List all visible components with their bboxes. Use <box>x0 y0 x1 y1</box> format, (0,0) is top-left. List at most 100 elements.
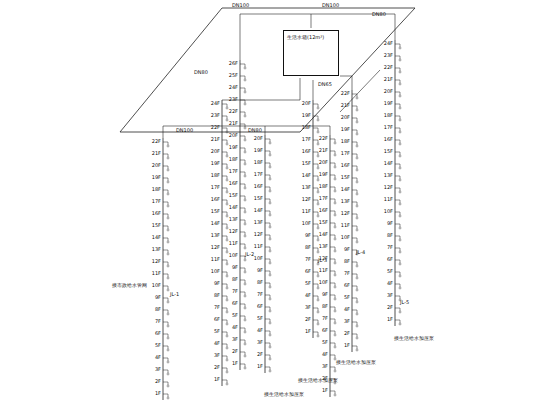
branch-pipe <box>240 76 245 79</box>
floor-label: 12F <box>229 229 238 234</box>
branch-pipe <box>163 298 168 301</box>
floor-label: 10F <box>229 253 238 258</box>
valve-symbol <box>269 214 271 216</box>
floor-label: 16F <box>384 137 393 142</box>
floor-label: 13F <box>341 199 350 204</box>
floor-label: 21F <box>211 137 220 142</box>
floor-label: 19F <box>152 175 161 180</box>
valve-symbol <box>334 394 336 396</box>
valve-symbol <box>356 325 358 327</box>
floor-label: 15F <box>152 223 161 228</box>
floor-label: 14F <box>302 173 311 178</box>
branch-pipe <box>240 268 245 271</box>
branch-pipe <box>330 355 335 358</box>
branch-pipe <box>395 224 400 227</box>
pipe-label: DN80 <box>372 12 386 17</box>
floor-label: 20F <box>229 133 238 138</box>
branch-pipe <box>313 332 318 335</box>
valve-symbol <box>317 251 319 253</box>
branch-pipe <box>352 94 357 97</box>
branch-pipe <box>313 224 318 227</box>
valve-symbol <box>244 127 246 129</box>
pipe-label: JL-1 <box>170 292 179 297</box>
floor-label: 14F <box>254 208 263 213</box>
branch-pipe <box>330 235 335 238</box>
floor-label: 12F <box>211 245 220 250</box>
floor-label: 9F <box>387 221 393 226</box>
floor-label: 22F <box>229 109 238 114</box>
floor-label: 12F <box>152 259 161 264</box>
floor-label: 10F <box>302 221 311 226</box>
branch-pipe <box>265 163 270 166</box>
valve-symbol <box>356 349 358 351</box>
branch-pipe <box>163 394 168 397</box>
branch-pipe <box>330 211 335 214</box>
branch-pipe <box>313 116 318 119</box>
branch-pipe <box>240 244 245 247</box>
floor-label: 20F <box>341 115 350 120</box>
floor-label: 19F <box>384 101 393 106</box>
floor-label: 2F <box>214 365 220 370</box>
branch-pipe <box>330 271 335 274</box>
branch-pipe <box>240 340 245 343</box>
branch-pipe <box>313 284 318 287</box>
valve-symbol <box>226 155 228 157</box>
floor-label: 3F <box>344 319 350 324</box>
floor-label: 16F <box>319 208 328 213</box>
floor-label: 11F <box>319 268 328 273</box>
valve-symbol <box>399 47 401 49</box>
branch-pipe <box>330 319 335 322</box>
floor-label: 4F <box>305 293 311 298</box>
floor-label: 13F <box>319 244 328 249</box>
valve-symbol <box>334 190 336 192</box>
floor-label: 15F <box>341 175 350 180</box>
branch-pipe <box>265 343 270 346</box>
pipe-label: 接市政给水管网 <box>112 283 147 288</box>
pipe-label: DN100 <box>322 3 339 8</box>
branch-pipe <box>330 307 335 310</box>
valve-symbol <box>399 215 401 217</box>
valve-symbol <box>356 241 358 243</box>
valve-symbol <box>334 274 336 276</box>
valve-symbol <box>226 119 228 121</box>
floor-label: 16F <box>302 149 311 154</box>
valve-symbol <box>399 131 401 133</box>
branch-pipe <box>240 304 245 307</box>
branch-pipe <box>240 256 245 259</box>
valve-symbol <box>317 263 319 265</box>
floor-label: 12F <box>384 185 393 190</box>
floor-label: 13F <box>302 185 311 190</box>
valve-symbol <box>399 251 401 253</box>
riser-pipe <box>313 100 314 338</box>
valve-symbol <box>334 346 336 348</box>
valve-symbol <box>269 202 271 204</box>
valve-symbol <box>226 383 228 385</box>
branch-pipe <box>313 104 318 107</box>
floor-label: 15F <box>211 209 220 214</box>
floor-label: 16F <box>211 197 220 202</box>
floor-label: 15F <box>229 193 238 198</box>
floor-label: 4F <box>232 325 238 330</box>
valve-symbol <box>317 131 319 133</box>
branch-pipe <box>163 370 168 373</box>
valve-symbol <box>226 359 228 361</box>
branch-pipe <box>313 188 318 191</box>
valve-symbol <box>399 107 401 109</box>
valve-symbol <box>356 313 358 315</box>
valve-symbol <box>167 289 169 291</box>
branch-pipe <box>265 271 270 274</box>
valve-symbol <box>226 203 228 205</box>
branch-pipe <box>395 308 400 311</box>
floor-label: 1F <box>214 377 220 382</box>
valve-symbol <box>356 145 358 147</box>
valve-symbol <box>244 307 246 309</box>
valve-symbol <box>317 287 319 289</box>
branch-pipe <box>163 190 168 193</box>
floor-label: 5F <box>232 313 238 318</box>
valve-symbol <box>226 263 228 265</box>
floor-label: 3F <box>232 337 238 342</box>
floor-label: 4F <box>322 352 328 357</box>
floor-label: 1F <box>322 388 328 393</box>
floor-label: 1F <box>344 343 350 348</box>
